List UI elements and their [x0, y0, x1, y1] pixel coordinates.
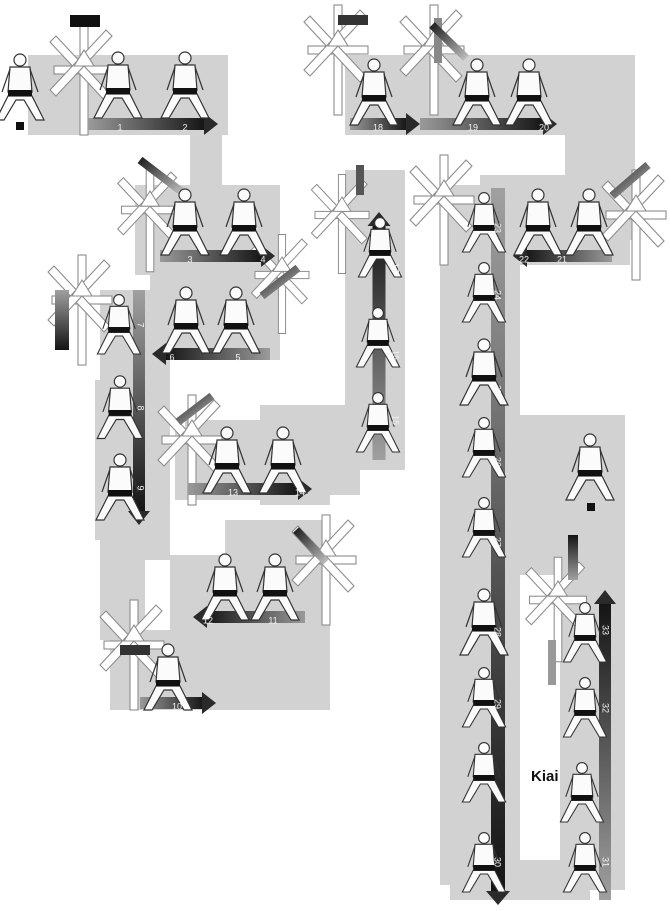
step-number: 18 — [373, 122, 383, 132]
compass-layer — [47, 4, 667, 711]
karateka-figure-icon — [461, 742, 507, 803]
karateka-figure-icon — [461, 417, 507, 478]
direction-marker — [70, 15, 100, 27]
start-marker — [16, 122, 24, 130]
direction-marker — [609, 161, 651, 200]
direction-arrow-icon — [152, 343, 270, 365]
step-number: 10 — [172, 701, 182, 711]
step-number: 6 — [169, 352, 174, 362]
step-number: 17 — [391, 263, 401, 273]
step-number: 11 — [268, 615, 277, 625]
karateka-figure-icon — [160, 51, 210, 119]
direction-marker — [293, 527, 329, 565]
step-number: 20 — [539, 122, 549, 132]
step-number: 33 — [601, 625, 611, 635]
step-number: 22 — [519, 254, 529, 264]
karateka-figure-icon — [349, 58, 399, 126]
karateka-figure-icon — [562, 602, 608, 663]
step-number: 3 — [187, 254, 192, 264]
karateka-figure-icon — [461, 192, 507, 253]
step-number: 27 — [493, 537, 503, 547]
karateka-figure-icon — [96, 375, 144, 440]
compass-direction-icon — [303, 4, 369, 116]
step-number: 28 — [493, 627, 503, 637]
karateka-figure-icon — [95, 453, 145, 521]
karateka-figure-icon — [565, 433, 615, 501]
karateka-figure-icon — [0, 53, 45, 121]
karateka-figure-icon — [461, 262, 507, 323]
compass-direction-icon — [116, 166, 180, 273]
direction-marker — [356, 165, 364, 195]
step-number: 31 — [601, 857, 611, 867]
step-number: 24 — [493, 290, 503, 300]
direction-marker — [429, 22, 469, 61]
karateka-figure-icon — [461, 832, 507, 893]
step-number: 13 — [228, 487, 238, 497]
step-number: 29 — [493, 699, 503, 709]
karateka-figure-icon — [513, 188, 563, 256]
step-number: 30 — [493, 857, 503, 867]
step-number: 25 — [493, 385, 503, 395]
direction-marker — [568, 535, 578, 580]
direction-arrow-icon — [594, 590, 616, 900]
step-number: 15 — [391, 415, 401, 425]
karateka-figure-icon — [562, 677, 608, 738]
direction-marker — [434, 18, 442, 63]
karateka-figure-icon — [202, 426, 252, 494]
step-number: 8 — [136, 405, 146, 410]
karateka-figure-icon — [459, 338, 509, 406]
step-number: 19 — [468, 122, 478, 132]
step-number: 5 — [235, 352, 240, 362]
karateka-figure-icon — [160, 188, 210, 256]
direction-marker — [338, 15, 368, 25]
step-number: 16 — [391, 350, 401, 360]
step-number: 7 — [136, 322, 146, 327]
end-marker — [587, 503, 595, 511]
karateka-figure-icon — [219, 188, 269, 256]
karateka-figure-icon — [562, 832, 608, 893]
kiai-label: Kiai — [531, 768, 559, 785]
karateka-figure-icon — [461, 497, 507, 558]
step-number: 4 — [260, 254, 265, 264]
karateka-figure-icon — [355, 392, 401, 453]
step-number: 9 — [136, 485, 146, 490]
karateka-figure-icon — [564, 188, 614, 256]
step-number: 1 — [117, 122, 122, 132]
karateka-figure-icon — [143, 643, 193, 711]
karateka-figure-icon — [161, 286, 211, 354]
compass-direction-icon — [409, 154, 475, 266]
step-number: 23 — [493, 223, 503, 233]
karateka-figure-icon — [211, 286, 261, 354]
step-number: 21 — [557, 254, 567, 264]
karateka-figure-icon — [93, 51, 143, 119]
step-number: 26 — [493, 457, 503, 467]
karateka-figure-icon — [461, 667, 507, 728]
figure-layer — [0, 51, 615, 893]
karateka-figure-icon — [559, 762, 605, 823]
direction-marker — [175, 392, 215, 426]
compass-direction-icon — [157, 394, 223, 506]
karateka-figure-icon — [355, 307, 401, 368]
step-number: 12 — [203, 615, 213, 625]
karateka-figure-icon — [250, 553, 300, 621]
karateka-figure-icon — [459, 588, 509, 656]
karateka-figure-icon — [357, 217, 403, 278]
karateka-figure-icon — [504, 58, 554, 126]
direction-marker — [259, 264, 301, 300]
karateka-figure-icon — [200, 553, 250, 621]
direction-marker — [120, 645, 150, 655]
direction-marker — [55, 290, 69, 350]
step-number: 14 — [295, 487, 305, 497]
karateka-figure-icon — [258, 426, 308, 494]
direction-marker — [137, 156, 185, 196]
direction-marker — [548, 640, 556, 685]
compass-direction-icon — [601, 169, 667, 281]
karateka-figure-icon — [96, 294, 142, 355]
karateka-figure-icon — [452, 58, 502, 126]
step-number: 32 — [601, 703, 611, 713]
compass-direction-icon — [310, 174, 370, 274]
step-number: 2 — [182, 122, 187, 132]
